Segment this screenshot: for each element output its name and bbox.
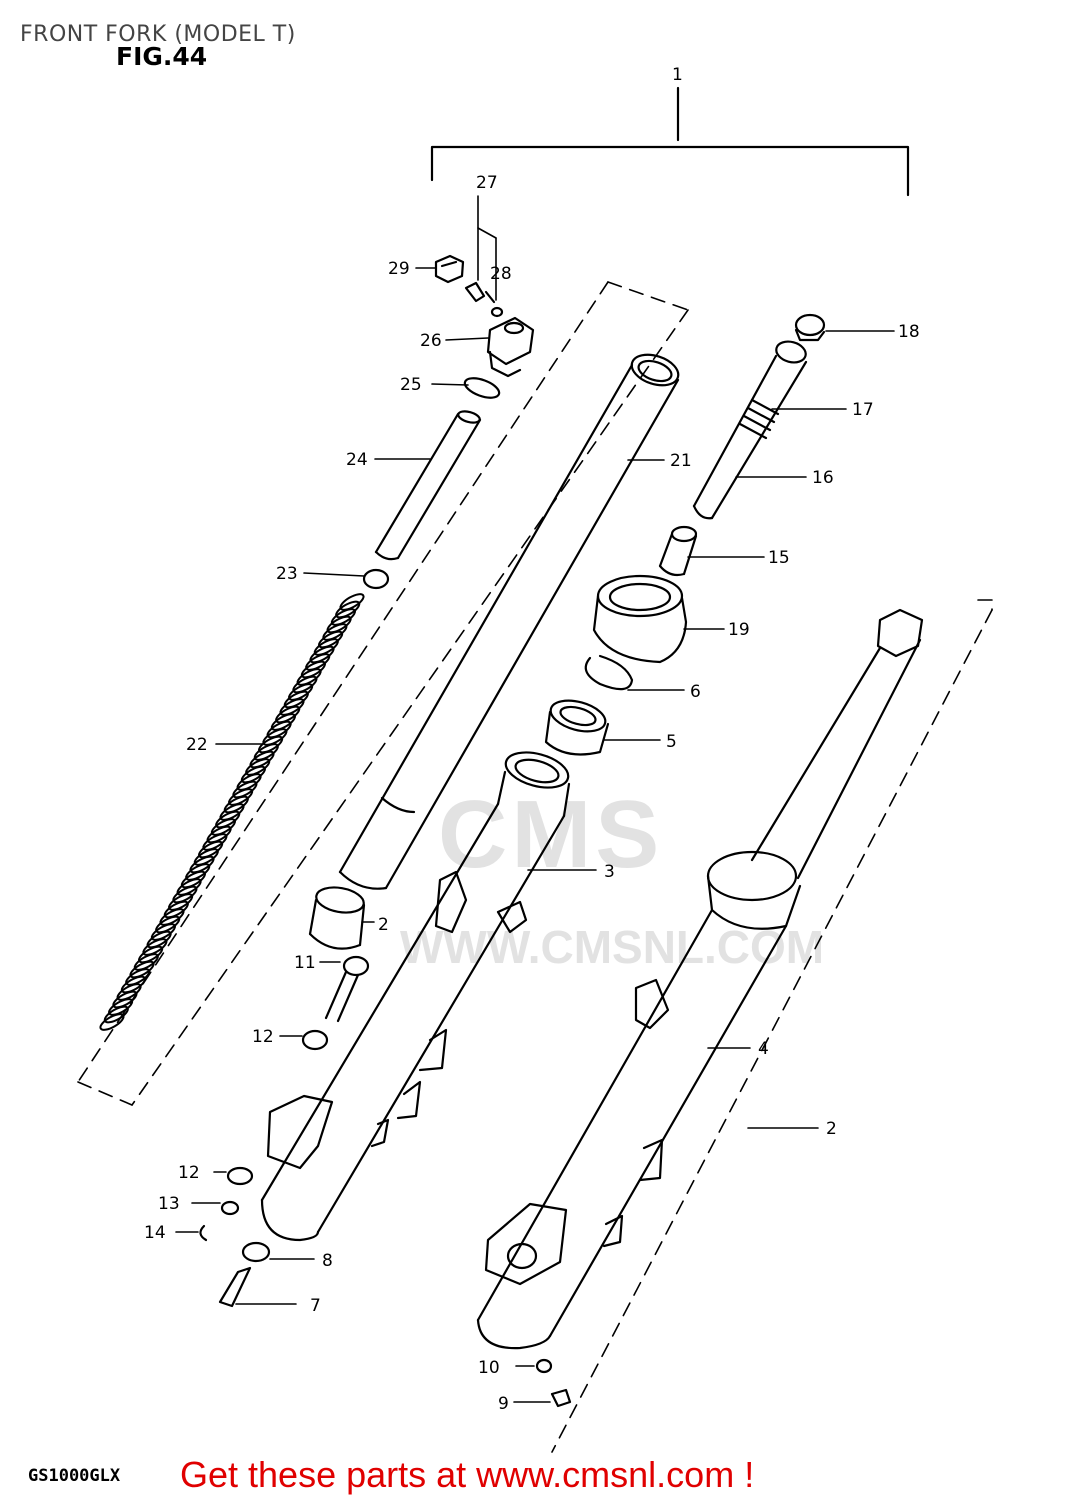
part-drain-bolt-7 [218,1266,252,1308]
callout-6: 6 [690,682,701,702]
spring-coil [99,1013,125,1031]
inner-tube-frame [77,281,689,1106]
callout-26: 26 [420,331,442,351]
watermark-url: WWW.CMSNL.COM [400,921,825,973]
part-bolt-11 [324,955,370,1023]
part-washers-12-13-14 [199,1166,271,1263]
callout-28: 28 [490,264,512,284]
callout-27: 27 [476,173,498,193]
callout-2-bushing: 2 [378,915,389,935]
callout-18: 18 [898,322,920,342]
callout-1: 1 [672,65,683,85]
part-screw-27 [464,281,496,304]
callout-8: 8 [322,1251,333,1271]
callout-2: 2 [826,1119,837,1139]
callout-12-lower: 12 [178,1163,200,1183]
callout-11: 11 [294,953,316,973]
part-spacer-24 [374,410,482,561]
callout-19: 19 [728,620,750,640]
part-bushing-20 [308,886,366,950]
leader-lines [175,195,895,1403]
part-cap-bolt-26 [486,316,535,378]
callout-13: 13 [158,1194,180,1214]
part-spring-22 [99,593,365,1031]
callout-29: 29 [388,259,410,279]
part-dust-seal-19 [592,574,688,664]
part-circlip-6 [584,654,634,691]
part-damper-rod-16 [692,340,808,520]
callout-25: 25 [400,375,422,395]
part-cap-18 [794,313,826,342]
part-inner-tube-21 [338,353,680,890]
part-outer-tube-3 [260,751,571,1242]
callout-23: 23 [276,564,298,584]
callout-14: 14 [144,1223,166,1243]
callout-15: 15 [768,548,790,568]
outer-tube-frame [551,599,993,1453]
callout-12: 12 [252,1027,274,1047]
callout-17: 17 [852,400,874,420]
part-bolt-29 [434,254,465,284]
page-title: FRONT FORK (MODEL T) [20,22,296,47]
part-washer-10-bolt-9 [535,1358,572,1408]
part-washer-12a [301,1029,329,1051]
callout-21: 21 [670,451,692,471]
promo-link[interactable]: Get these parts at www.cmsnl.com ! [180,1454,755,1495]
callout-5: 5 [666,732,677,752]
figure-number: FIG.44 [116,42,208,71]
callout-16: 16 [812,468,834,488]
callout-22: 22 [186,735,208,755]
part-washer-23 [362,568,390,590]
part-rebound-spring-15 [658,525,698,577]
model-code: GS1000GLX [28,1466,121,1486]
callout-labels: 1 2 2 3 4 5 6 7 8 9 10 11 12 12 13 14 15… [144,65,920,1414]
part-oring-28 [490,306,504,318]
part-oring-25 [463,377,501,399]
callout-3: 3 [604,862,615,882]
callout-7: 7 [310,1296,321,1316]
part-outer-tube-4 [476,608,924,1350]
callout-4: 4 [758,1039,769,1059]
callout-24: 24 [346,450,368,470]
callout-9: 9 [498,1394,509,1414]
callout-10: 10 [478,1358,500,1378]
part-oil-seal-5 [544,699,610,756]
assembly-bracket [430,86,910,197]
